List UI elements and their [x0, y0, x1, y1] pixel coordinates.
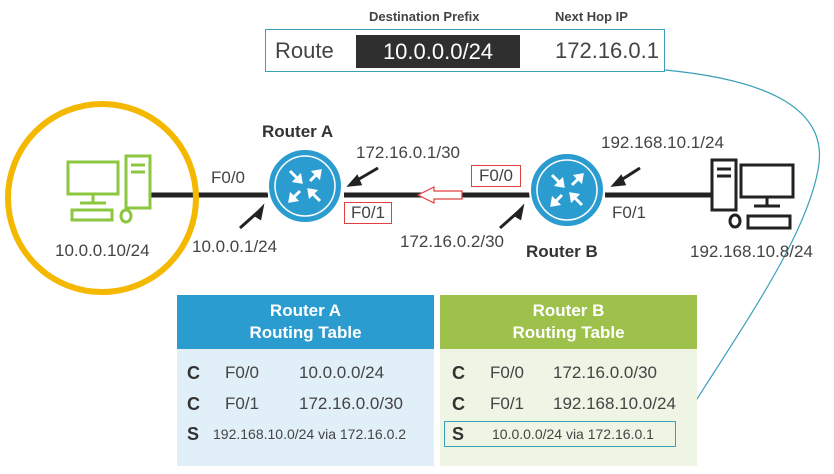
- router-a-name: Router A: [262, 122, 334, 141]
- route-network: 172.16.0.0/30: [299, 394, 403, 413]
- router-a-f00-label: F0/0: [211, 168, 246, 187]
- static-route-highlight: [444, 421, 676, 447]
- next-hop-value: 172.16.0.1: [555, 38, 659, 63]
- route-code: C: [187, 394, 200, 414]
- destination-prefix-header: Destination Prefix: [369, 9, 480, 24]
- router-a-table-header: Router A Routing Table: [177, 295, 434, 349]
- highlight-circle: [5, 101, 199, 295]
- next-hop-header: Next Hop IP: [555, 9, 628, 24]
- pc-right-ip: 192.168.10.8/24: [690, 242, 813, 261]
- router-a-icon: [267, 148, 343, 224]
- route-iface: F0/0: [490, 363, 525, 382]
- router-a-f01-ip: 172.16.0.1/30: [356, 143, 460, 162]
- router-a-table-title: Router A: [269, 301, 342, 320]
- router-b-f00-label: F0/0: [471, 165, 521, 187]
- route-network: 172.16.0.0/30: [553, 363, 657, 382]
- router-a-routing-table: Router A Routing Table C F0/0 10.0.0.0/2…: [177, 295, 434, 466]
- destination-prefix-value: 10.0.0.0/24: [356, 35, 520, 68]
- router-b-table-subtitle: Routing Table: [512, 323, 625, 342]
- router-a-f01-label: F0/1: [344, 202, 392, 224]
- route-iface: F0/1: [490, 394, 525, 413]
- pc-left-icon: [66, 154, 152, 224]
- route-iface: F0/1: [225, 394, 260, 413]
- router-a-f00-ip: 10.0.0.1/24: [192, 237, 278, 256]
- router-b-table-header: Router B Routing Table: [440, 295, 697, 349]
- traffic-arrow: [416, 186, 463, 204]
- static-route: 192.168.10.0/24 via 172.16.0.2: [213, 426, 407, 442]
- route-label: Route: [275, 38, 334, 63]
- route-code: S: [187, 424, 200, 444]
- static-route: 10.0.0.0/24 via 172.16.0.1: [492, 426, 654, 442]
- router-b-f01-label: F0/1: [612, 203, 647, 222]
- route-code: C: [452, 363, 465, 383]
- router-b-f01-ip: 192.168.10.1/24: [601, 133, 724, 152]
- router-a-table-subtitle: Routing Table: [249, 323, 362, 342]
- router-b-name: Router B: [526, 242, 598, 261]
- router-b-icon: [529, 152, 605, 228]
- router-b-table-title: Router B: [532, 301, 605, 320]
- router-b-routing-table: Router B Routing Table C F0/0 172.16.0.0…: [440, 295, 697, 466]
- pc-right-icon: [710, 158, 795, 230]
- route-code: S: [452, 424, 465, 444]
- route-network: 10.0.0.0/24: [299, 363, 385, 382]
- route-iface: F0/0: [225, 363, 260, 382]
- connector-line: [664, 69, 821, 433]
- route-network: 192.168.10.0/24: [553, 394, 676, 413]
- route-code: C: [452, 394, 465, 414]
- route-code: C: [187, 363, 200, 383]
- router-b-f00-ip: 172.16.0.2/30: [400, 232, 504, 251]
- pc-left-ip: 10.0.0.10/24: [55, 241, 150, 260]
